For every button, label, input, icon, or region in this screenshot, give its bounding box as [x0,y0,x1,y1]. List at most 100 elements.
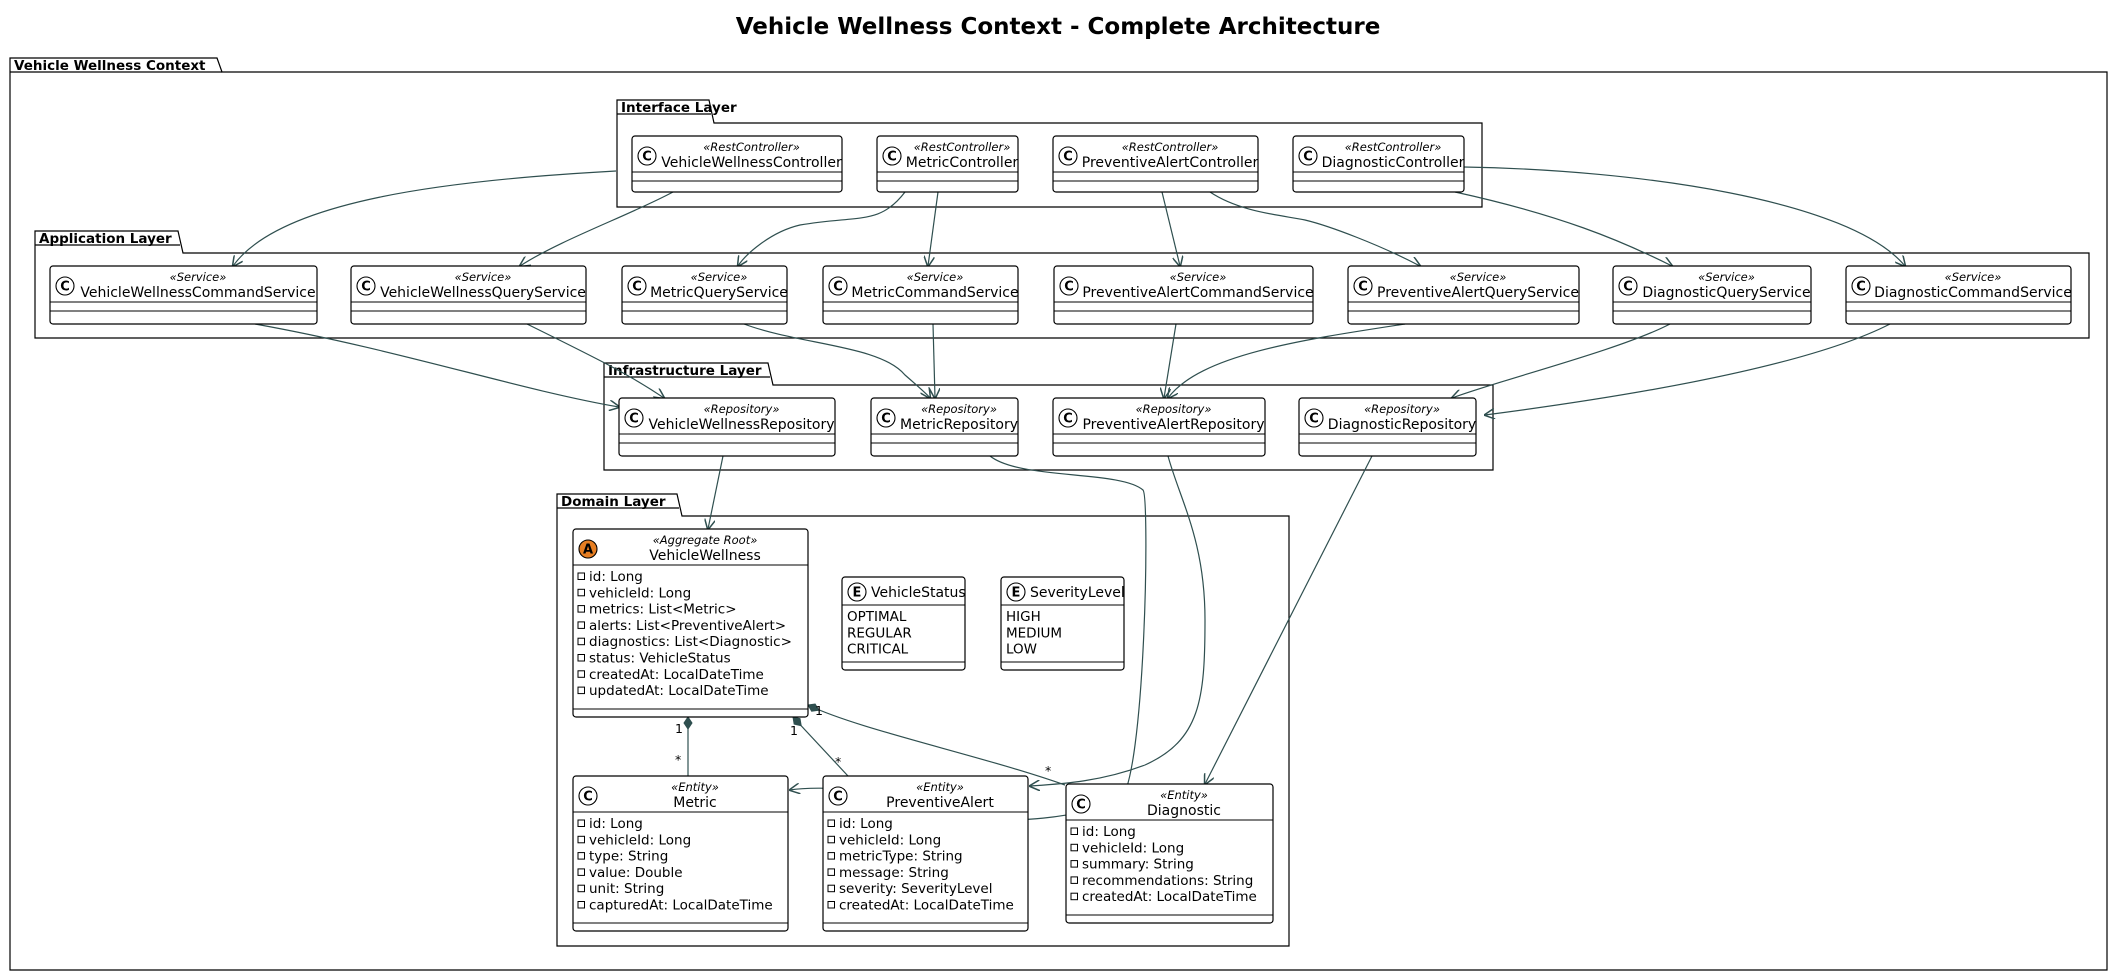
class-marker-letter: C [833,280,843,295]
class-icon [1059,276,1079,296]
package-label: Domain Layer [561,494,666,510]
class-name: VehicleWellnessController [661,155,842,171]
class-marker-letter: C [887,150,897,165]
class-field: summary: String [1082,857,1194,873]
source-multiplicity: 1 [675,721,683,736]
class-stereotype: «Repository» [921,402,997,416]
class-icon [1851,276,1871,296]
class-name: DiagnosticQueryService [1642,285,1810,301]
private-visibility-icon [827,835,835,844]
class-vwQrySvc[interactable]: C«Service»VehicleWellnessQueryService [350,265,587,325]
private-visibility-icon [577,572,585,580]
class-stereotype: «RestController» [703,140,800,154]
class-field: createdAt: LocalDateTime [1082,889,1257,905]
target-multiplicity: * [1045,763,1051,778]
class-box [1612,265,1812,325]
class-box [822,775,1029,932]
private-visibility-icon [577,901,585,909]
class-stereotype: «Service» [1450,270,1507,284]
private-visibility-icon [827,901,835,909]
class-name: PreventiveAlertCommandService [1082,285,1313,301]
class-stereotype: «Entity» [671,780,719,794]
enum-icon [1006,582,1026,602]
class-alertController[interactable]: C«RestController»PreventiveAlertControll… [1052,135,1259,193]
class-marker-letter: E [853,586,862,601]
class-box [1065,783,1274,924]
classes-layer: C«RestController»VehicleWellnessControll… [49,135,2072,932]
enum-constant: CRITICAL [847,642,909,658]
class-vwController[interactable]: C«RestController»VehicleWellnessControll… [631,135,843,193]
class-box [631,135,843,193]
class-alertCmdSvc[interactable]: C«Service»PreventiveAlertCommandService [1053,265,1314,325]
class-alertQrySvc[interactable]: C«Service»PreventiveAlertQueryService [1347,265,1580,325]
dependency-arrow-alertController-alertQrySvc [1209,191,1420,266]
class-field: capturedAt: LocalDateTime [589,898,773,914]
enum-constant: MEDIUM [1006,625,1062,641]
class-diagRepo[interactable]: C«Repository»DiagnosticRepository [1298,397,1477,457]
class-diagController[interactable]: C«RestController»DiagnosticController [1292,135,1465,193]
class-name: PreventiveAlert [886,795,994,811]
private-visibility-icon [577,637,585,646]
target-multiplicity: * [835,754,841,769]
class-stereotype: «Repository» [704,402,780,416]
composition-vehicleWellness-preventiveAlert: 1* [790,716,849,777]
class-icon [624,408,644,428]
class-name: PreventiveAlertQueryService [1377,285,1579,301]
class-field: alerts: List<PreventiveAlert> [589,618,786,634]
class-name: VehicleWellness [649,548,761,564]
class-marker-letter: C [1856,280,1866,295]
class-vwCmdSvc[interactable]: C«Service»VehicleWellnessCommandService [49,265,318,325]
class-alertRepo[interactable]: C«Repository»PreventiveAlertRepository [1052,397,1266,457]
class-field: createdAt: LocalDateTime [589,667,764,683]
class-name: Metric [673,795,717,811]
class-metricController[interactable]: C«RestController»MetricController [876,135,1019,193]
class-icon [578,786,598,806]
class-name: MetricRepository [900,417,1018,433]
class-box [876,135,1019,193]
enum-constant: REGULAR [847,625,912,641]
class-box [1298,397,1477,457]
class-vwRepo[interactable]: C«Repository»VehicleWellnessRepository [618,397,836,457]
class-box [572,528,809,718]
class-name: MetricQueryService [650,285,788,301]
class-icon [1353,276,1373,296]
class-field: vehicleId: Long [589,832,691,848]
class-box [618,397,836,457]
class-name: VehicleWellnessCommandService [80,285,315,301]
source-multiplicity: 1 [790,723,798,738]
class-field: diagnostics: List<Diagnostic> [589,634,792,650]
enum-constant: OPTIMAL [847,609,907,625]
class-field: updatedAt: LocalDateTime [589,683,769,699]
class-metricQrySvc[interactable]: C«Service»MetricQueryService [621,265,788,325]
dependency-arrow-diagRepo-diagnostic [1205,455,1373,784]
class-marker-letter: C [1064,280,1074,295]
class-diagQrySvc[interactable]: C«Service»DiagnosticQueryService [1612,265,1812,325]
composition-diamond [683,716,693,730]
dependency-arrow-metricQrySvc-metricRepo [743,323,930,398]
class-field: id: Long [589,816,643,832]
aggregate-icon [578,539,598,559]
class-field: severity: SeverityLevel [839,881,992,897]
class-icon [1618,276,1638,296]
class-marker-letter: E [1012,586,1021,601]
class-diagCmdSvc[interactable]: C«Service»DiagnosticCommandService [1845,265,2072,325]
class-icon [55,276,75,296]
class-name: Diagnostic [1147,803,1221,819]
private-visibility-icon [1070,827,1078,835]
class-stereotype: «Service» [691,270,748,284]
source-multiplicity: 1 [815,703,823,718]
class-metricCmdSvc[interactable]: C«Service»MetricCommandService [822,265,1019,325]
diagram-title: Vehicle Wellness Context - Complete Arch… [736,14,1381,40]
class-marker-letter: C [881,412,891,427]
class-metricRepo[interactable]: C «Repository»MetricRepository [870,397,1019,457]
class-name: SeverityLevel [1030,585,1125,601]
private-visibility-icon [577,621,585,629]
class-name: PreventiveAlertController [1082,155,1259,171]
class-stereotype: «RestController» [914,140,1011,154]
